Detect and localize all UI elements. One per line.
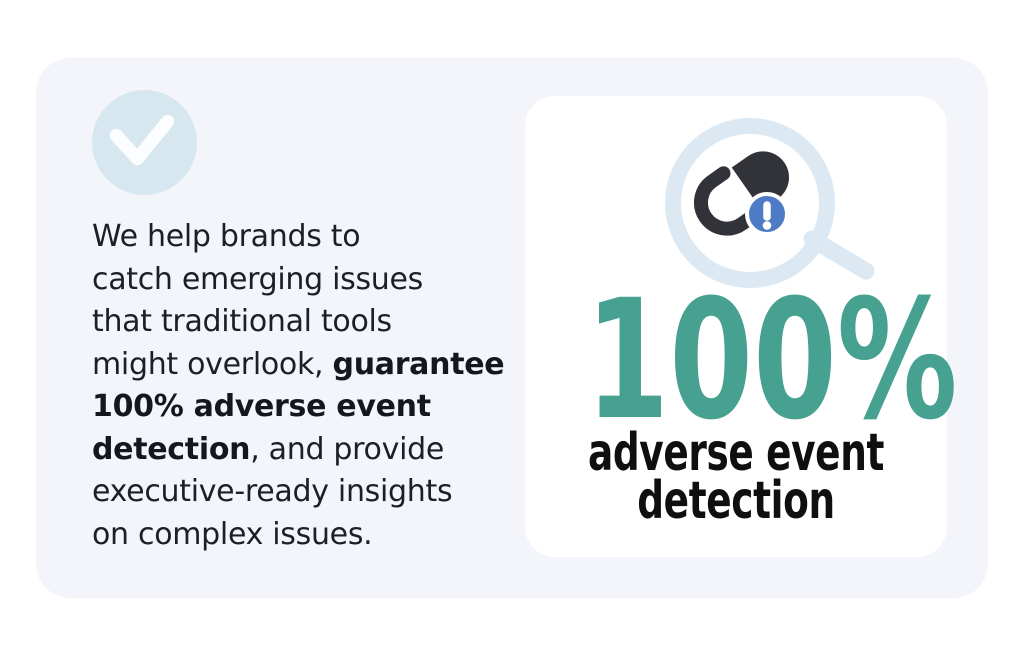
check-icon <box>92 90 197 195</box>
magnifier-ring <box>665 118 835 288</box>
magnifier-handle <box>803 230 875 280</box>
stat-label: adverse event detection <box>584 423 888 531</box>
stat-card: 100% adverse event detection <box>525 96 958 557</box>
stat-label-line-1: adverse event <box>587 423 885 483</box>
stat-value: 100% <box>585 264 958 456</box>
stat-label-line-2: detection <box>637 471 835 531</box>
check-mark <box>109 114 175 166</box>
magnifier-pill-alert-icon <box>665 118 875 288</box>
pill-outline-half <box>693 166 761 236</box>
alert-exclamation-dot <box>762 221 772 230</box>
